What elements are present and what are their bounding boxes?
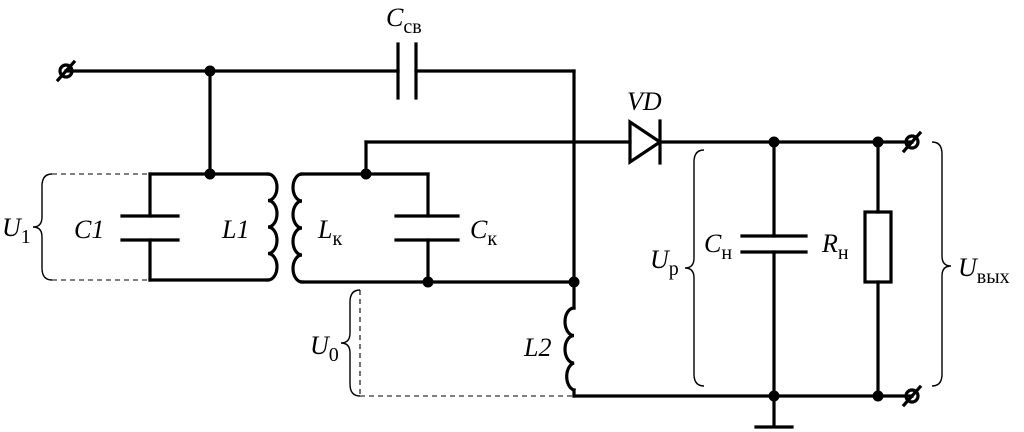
- capacitor-ck: [394, 214, 460, 242]
- label-u-out: Uвых: [958, 253, 1010, 288]
- inductor-l1: [266, 172, 279, 282]
- label-l2: L2: [523, 333, 551, 362]
- inductor-l2: [563, 306, 576, 392]
- label-c-sv: Cсв: [386, 3, 422, 38]
- brace-u0: [340, 289, 361, 397]
- brace-up: [684, 149, 705, 387]
- label-ck: Cк: [470, 215, 497, 250]
- dashed-guides: [52, 173, 574, 397]
- terminal-output-bottom: [901, 384, 923, 408]
- label-lk: Lк: [317, 215, 342, 250]
- label-u0: U0: [310, 331, 339, 366]
- capacitor-csv: [396, 42, 418, 100]
- label-up: Uр: [650, 245, 679, 280]
- label-l1: L1: [221, 215, 249, 244]
- label-c1: C1: [74, 215, 104, 244]
- inductor-lk: [291, 172, 304, 284]
- label-cn: Cн: [704, 229, 732, 264]
- junction-dots: [204, 65, 884, 402]
- wires: [64, 69, 914, 429]
- label-vd: VD: [627, 87, 662, 116]
- resistor-rn: [863, 210, 893, 284]
- capacitor-c1: [120, 214, 180, 242]
- label-rn: Rн: [821, 229, 849, 264]
- brace-uout: [931, 141, 952, 387]
- terminal-input: [55, 59, 77, 83]
- label-u1: U1: [2, 213, 31, 248]
- diode-vd: [628, 119, 663, 165]
- capacitor-cn: [740, 234, 808, 254]
- terminal-output-top: [901, 130, 923, 154]
- brace-u1: [32, 173, 53, 281]
